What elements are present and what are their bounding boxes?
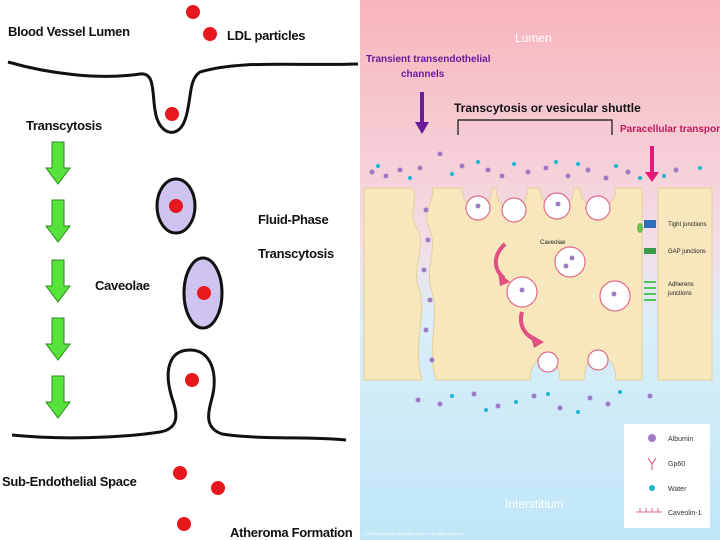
paracellular-arrow (645, 146, 659, 182)
caveola (554, 246, 586, 278)
legend-caveolin: Caveolin-1 (668, 510, 702, 517)
caveola (587, 349, 609, 371)
legend-box (624, 424, 710, 528)
caveolae-cell-label: Caveolae (540, 240, 566, 246)
interstitium-label: Interstitium (505, 497, 564, 511)
caveola (537, 351, 559, 373)
fluid-phase-label: Fluid-Phase (258, 212, 328, 227)
adherens-junctions-label-2: junctions (667, 291, 692, 297)
green-arrow-1 (45, 141, 71, 185)
blood-vessel-lumen-label: Blood Vessel Lumen (8, 24, 130, 39)
paracellular-label: Paracellular transport (620, 124, 720, 135)
transient-channel-arrow (415, 92, 429, 134)
sub-endothelial-space-label: Sub-Endothelial Space (2, 474, 137, 489)
atheroma-formation-label: Atheroma Formation (230, 525, 353, 540)
left-panel: Blood Vessel Lumen LDL particles Transcy… (2, 5, 359, 540)
caveolae-label: Caveolae (95, 278, 150, 293)
adherens-junctions-label: Adherens (668, 282, 694, 288)
junction-protein-icon (637, 223, 643, 233)
vesicle-path-arrowhead-2 (530, 334, 544, 348)
ldl-particle (177, 517, 191, 531)
endothelial-cell-right (657, 187, 713, 381)
legend-albumin: Albumin (668, 436, 693, 443)
ldl-particle (197, 286, 211, 300)
transcytosis-label: Transcytosis (26, 118, 102, 133)
fluid-phase-transcytosis-label: Transcytosis (258, 246, 334, 261)
transient-channels-label: Transient transendothelial (366, 54, 491, 65)
green-arrow-4 (45, 317, 71, 361)
ldl-particle (185, 373, 199, 387)
legend-water: Water (668, 486, 687, 493)
green-arrow-3 (45, 259, 71, 303)
caveola (585, 195, 611, 221)
transient-channels-label-2: channels (401, 69, 445, 80)
tight-junctions-label: Tight junctions (668, 222, 706, 228)
gp60-icon (647, 457, 657, 470)
ldl-particles-label: LDL particles (227, 28, 305, 43)
ldl-particle (169, 199, 183, 213)
luminal-membrane (7, 60, 359, 134)
ldl-particle (165, 107, 179, 121)
ldl-particle (211, 481, 225, 495)
water-icon (649, 485, 655, 491)
endothelial-cell-left (363, 187, 423, 381)
albumin-icon (648, 434, 656, 442)
abluminal-membrane (11, 348, 347, 442)
vesicle-path-arrowhead-1 (498, 272, 510, 286)
transcytosis-shuttle-label: Transcytosis or vesicular shuttle (454, 101, 641, 115)
gap-junction-marker (644, 248, 656, 254)
ldl-particle (173, 466, 187, 480)
ldl-particle (186, 5, 200, 19)
transcytosis-bracket (457, 119, 613, 135)
gap-junctions-label: GAP junctions (668, 249, 706, 255)
legend-gp60: Gp60 (668, 461, 685, 468)
green-arrow-2 (45, 199, 71, 243)
caveolin-icon (636, 508, 662, 513)
lumen-label: Lumen (515, 31, 552, 45)
tight-junction-marker (644, 220, 656, 228)
adherens-junction-marker (644, 281, 656, 301)
caveola (501, 197, 527, 223)
copyright-text: © 2009 Sandigare Scientific and tion. Al… (364, 531, 464, 536)
green-arrow-5 (45, 375, 71, 419)
right-panel: Lumen Transient transendothelial channel… (360, 0, 720, 540)
ldl-particle (203, 27, 217, 41)
